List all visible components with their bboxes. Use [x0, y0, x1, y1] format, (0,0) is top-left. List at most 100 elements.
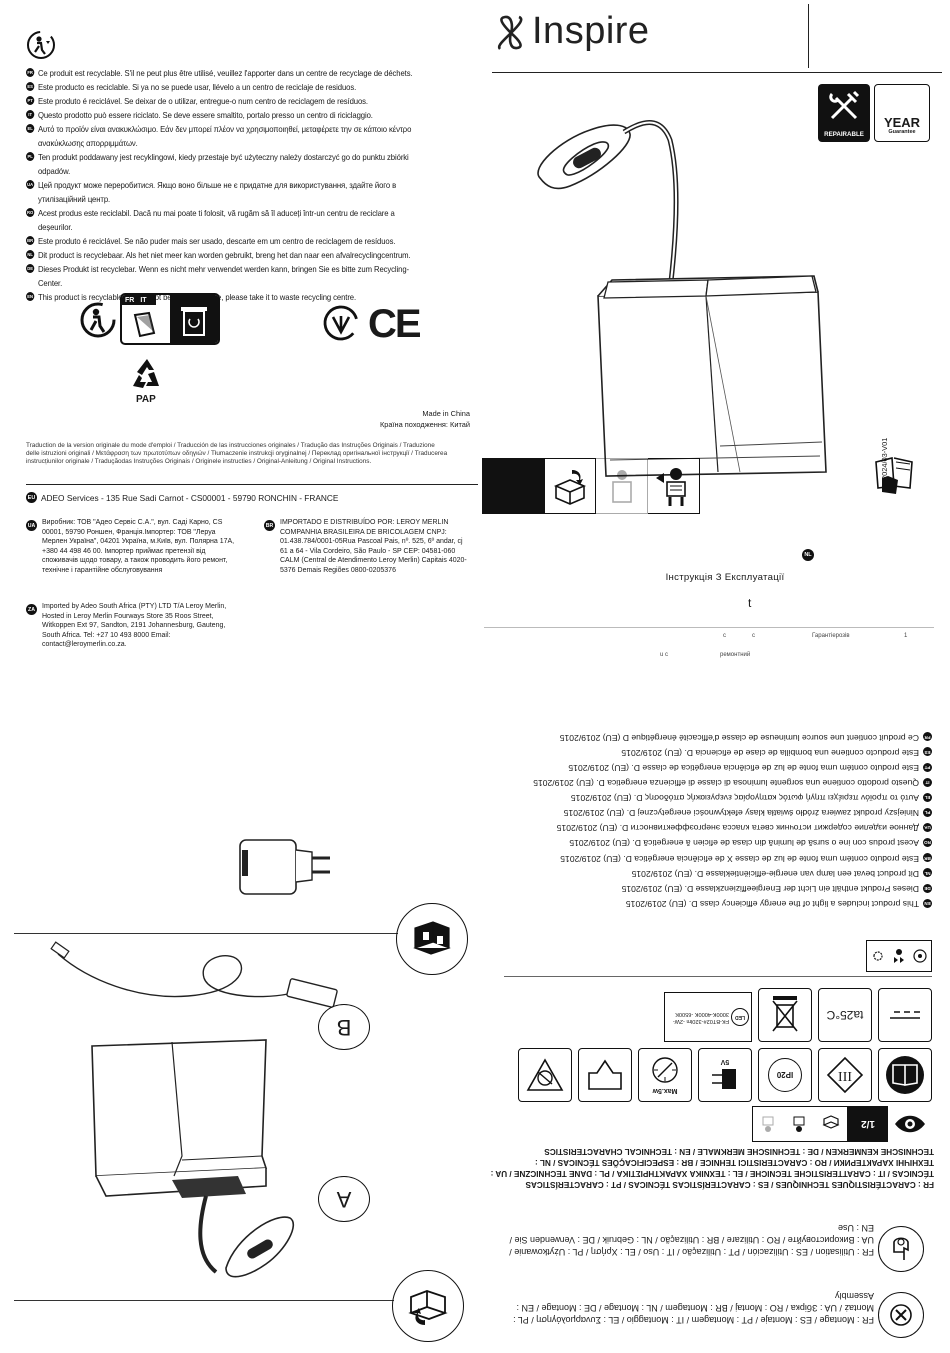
usb-5v-icon: 5V [698, 1048, 752, 1102]
energy-statement: ES Este producto contiene una bombilla de… [621, 745, 932, 759]
eye-tab [888, 1106, 932, 1142]
energy-text: Este producto contiene una bombilla de c… [621, 747, 919, 758]
recycling-text: Dieses Produkt ist recyclebar. Wenn es n… [37, 264, 410, 288]
read-manual-icon-black [878, 1048, 932, 1102]
manufacturer-code-badge: EU [26, 492, 37, 503]
triman-tab-fr: FR [125, 296, 135, 304]
cover-fragment-t: t [748, 596, 752, 610]
year-guarantee-badge: YEAR Guarantee [874, 84, 930, 142]
importer-ua-text: Виробник: ТОВ "Адео Сервіс С.А.", вул. С… [42, 519, 235, 574]
importer-ua-badge: UA [26, 520, 37, 531]
black-tab [482, 458, 544, 514]
ambient-temp-icon: ta25°C [818, 988, 872, 1042]
lang-badge: DE [26, 264, 35, 273]
led-spec-text: FK-BT02#-320lm -2W-3000K-4000K -6500K [672, 1011, 729, 1024]
paper-icon [132, 311, 158, 339]
cover-icon-strip [482, 458, 712, 514]
energy-text: This product includes a light of the ene… [625, 899, 919, 909]
assembly-box-icon [392, 1270, 464, 1342]
energy-text: Acest produs con ine o sursă de lumină d… [569, 838, 919, 849]
use-touch-icon [878, 1226, 924, 1272]
importer-br-text: IMPORTADO E DISTRIBUÍDO POR: LEROY MERLI… [280, 519, 467, 574]
characteristics-heading: FR : CARACTÉRISTIQUES TECHNIQUES / ES : … [490, 1147, 934, 1189]
year-label: YEAR [883, 115, 921, 130]
recycling-text: Acest produs este reciclabil. Dacă nu ma… [37, 208, 395, 232]
lang-badge: RO [923, 838, 932, 848]
lang-badge: UA [26, 180, 35, 189]
pap-label: PAP [136, 394, 156, 405]
weee-bin-icon [758, 988, 812, 1042]
triman-info-block: FR IT [120, 293, 220, 345]
usb-5v-label: 5V [720, 1058, 730, 1066]
energy-text: Questo prodotto contiene una sorgente lu… [533, 778, 919, 788]
importer-za-badge: ZA [26, 604, 37, 615]
lang-badge: EL [26, 124, 35, 133]
unbox-icon [544, 458, 596, 514]
cover-guarantee-ua: Гарантіерозів [812, 633, 850, 639]
led-spec-box: LED FK-BT02#-320lm -2W-3000K-4000K -6500… [664, 992, 752, 1042]
spec-icons-row1: ta25°C LED FK-BT02#-320lm -2W-3000K-4000… [664, 984, 932, 1042]
recycling-text: Questo prodotto può essere riciclato. Se… [37, 110, 373, 120]
recycling-text: Este produto é reciclável. Se deixar de … [37, 96, 368, 106]
mini-icons-tab [752, 1106, 848, 1142]
ua-manual-title: Інструкція З Експлуатації [665, 572, 785, 583]
recycling-text: Este produto é reciclável. Se não puder … [37, 236, 396, 246]
pap-recycle-icon [128, 356, 166, 392]
max-watt-icon: Max.5w [638, 1048, 692, 1102]
repairable-badge: REPAIRABLE [818, 84, 870, 142]
made-in-ua-label: Країна походження: Китай [379, 420, 470, 429]
cover-fragment-c1: с [723, 633, 726, 639]
assembly-heading: FR : Montage / ES : Montaje / PT : Monta… [513, 1291, 874, 1325]
importer-za: ZA Imported by Adeo South Africa (PTY) L… [26, 602, 236, 650]
lang-badge: BR [26, 236, 35, 245]
lang-badge: NL [26, 250, 35, 259]
hand-book-icon [872, 452, 916, 496]
manufacturer-address: ADEO Services - 135 Rue Sadi Carnot - CS… [41, 492, 339, 503]
ce-mark: CE [368, 302, 422, 346]
doc-code: 2024/03-V01 [880, 437, 889, 480]
energy-statement: EL Αυτό το προϊόν περιέχει πηγή φωτός κατ… [571, 791, 932, 805]
cover-repair-ua: ремонтний [720, 652, 751, 658]
repairable-label: REPAIRABLE [824, 131, 864, 138]
nl-badge: NL [802, 549, 814, 561]
lang-badge: EN [26, 292, 35, 301]
lang-badge: RO [26, 208, 35, 217]
importer-ua: UA Виробник: ТОВ "Адео Сервіс С.А.", вул… [26, 518, 236, 576]
lang-badge: NL [923, 868, 932, 878]
translation-note: Traduction de la version originale du mo… [26, 442, 448, 465]
energy-text: Αυτό το προϊόν περιέχει πηγή φωτός κατηγ… [570, 793, 919, 804]
lang-badge: PT [923, 762, 932, 772]
cover-fragment-one: 1 [904, 633, 908, 639]
made-in-label: Made in China [422, 409, 470, 418]
dc-symbol-icon [878, 988, 932, 1042]
lang-badge: EL [923, 792, 932, 802]
importer-za-text: Imported by Adeo South Africa (PTY) LTD … [42, 603, 227, 649]
class-iii-icon: III [818, 1048, 872, 1102]
box-contents-icon [396, 903, 468, 975]
lang-badge: EN [923, 898, 932, 908]
page-index-strip: 1/2 [752, 1106, 932, 1142]
eye-warning-icon [913, 949, 927, 963]
ip20-label: IP20 [768, 1058, 802, 1092]
triman-logo [78, 300, 118, 340]
energy-text: Este produto contém uma fonte de luz de … [568, 762, 919, 773]
energy-statement: EN This product includes a light of the e… [626, 897, 932, 911]
assembly-tool-icon [878, 1292, 924, 1338]
lang-badge: ES [923, 747, 932, 757]
light-icon [873, 951, 883, 961]
manual-person-icon [648, 458, 700, 514]
spec-icons-row2: III IP20 5V Max.5w [494, 1046, 932, 1102]
recycling-text: Este producto es reciclable. Si ya no se… [37, 82, 357, 92]
